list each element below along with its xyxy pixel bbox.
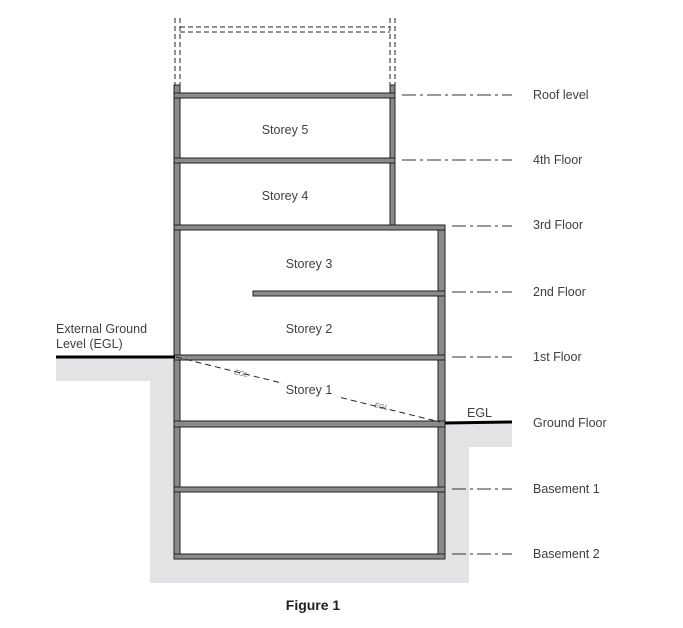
level-label-2nd: 2nd Floor	[533, 285, 586, 299]
figure-caption: Figure 1	[286, 597, 341, 613]
level-label-ground: Ground Floor	[533, 416, 607, 430]
level-label-basement-2: Basement 2	[533, 547, 600, 561]
storey-label: Storey 5	[262, 123, 309, 137]
egl-right-label: EGL	[467, 406, 492, 420]
level-label-4th: 4th Floor	[533, 153, 582, 167]
building-structure	[173, 84, 446, 560]
ground-fill	[56, 357, 512, 583]
egl-line-right	[444, 420, 513, 425]
level-label-1st: 1st Floor	[533, 350, 582, 364]
egl-label: External Ground	[56, 322, 147, 336]
egl-inline-label: EGL	[234, 369, 249, 379]
level-label-basement-1: Basement 1	[533, 482, 600, 496]
storey-label: Storey 3	[286, 257, 333, 271]
storey-label: Storey 4	[262, 189, 309, 203]
parapet-dashed-outline	[174, 18, 396, 85]
storey-label: Storey 1	[286, 383, 333, 397]
storey-label: Storey 2	[286, 322, 333, 336]
egl-inline-label: EGL	[374, 402, 389, 412]
level-label-roof: Roof level	[533, 88, 589, 102]
level-lines	[402, 94, 512, 555]
egl-label: Level (EGL)	[56, 337, 123, 351]
level-label-3rd: 3rd Floor	[533, 218, 583, 232]
